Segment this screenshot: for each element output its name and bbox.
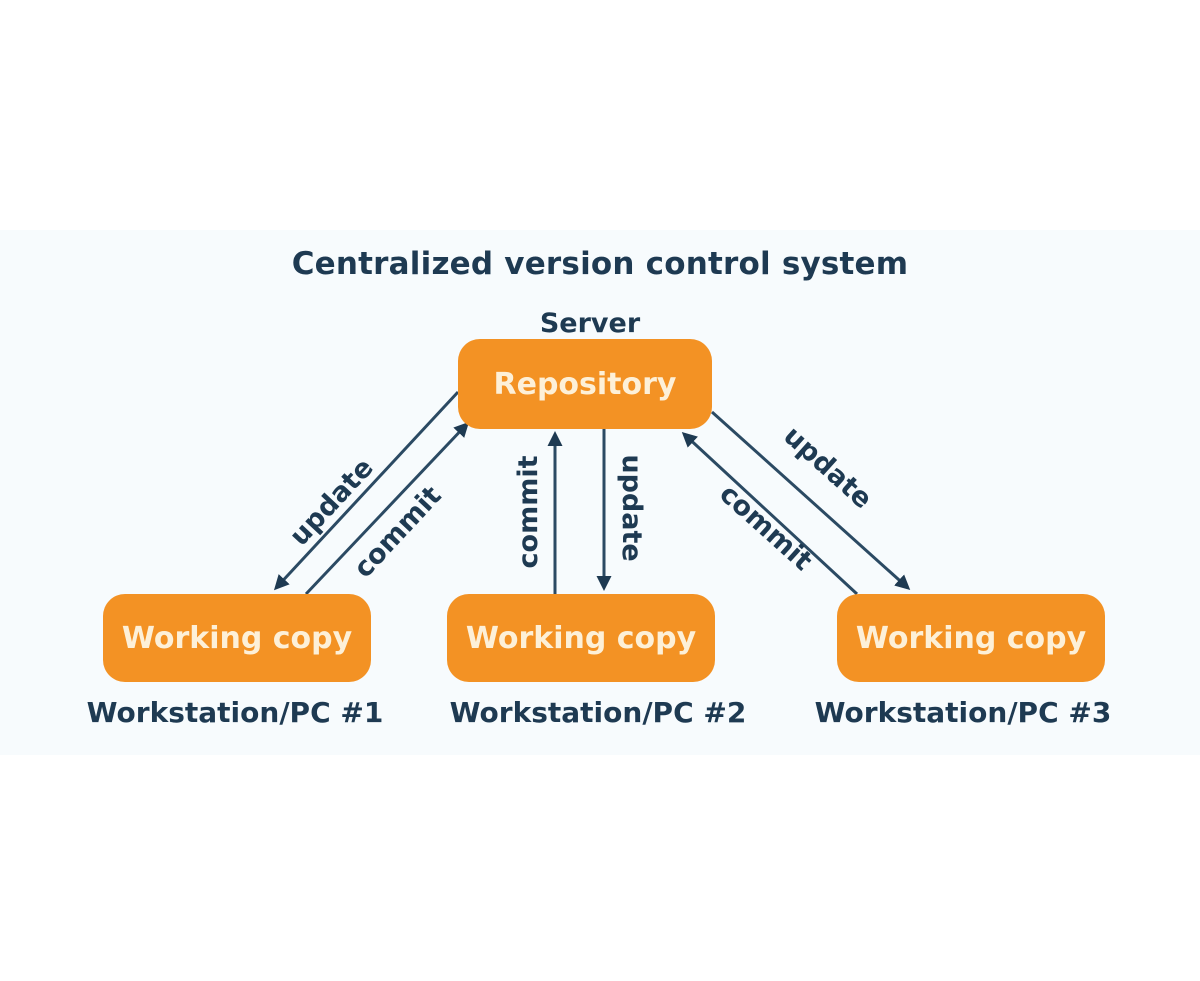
edge-commit-pc3 (681, 431, 859, 596)
diagram-title: Centralized version control system (291, 246, 909, 282)
working-copy-label: Working copy (121, 620, 353, 656)
workstation-label-1: Workstation/PC #1 (86, 696, 384, 729)
working-copy-node-1: Working copy (103, 594, 371, 682)
working-copy-label: Working copy (855, 620, 1087, 656)
workstation-label-2: Workstation/PC #2 (449, 696, 747, 729)
edge-label-update-pc2: update (616, 454, 647, 561)
edge-commit-pc1 (304, 421, 470, 596)
edge-update-pc3 (710, 410, 911, 591)
repository-node-label: Repository (493, 366, 677, 402)
edge-update-pc1 (273, 390, 460, 591)
edge-label-update-pc3: update (777, 420, 878, 515)
working-copy-node-3: Working copy (837, 594, 1105, 682)
working-copy-label: Working copy (465, 620, 697, 656)
repository-node: Repository (458, 339, 712, 429)
working-copy-node-2: Working copy (447, 594, 715, 682)
workstation-label-3: Workstation/PC #3 (814, 696, 1112, 729)
server-label: Server (539, 308, 641, 339)
edge-label-commit-pc2: commit (513, 455, 544, 568)
edge-label-update-pc1: update (284, 452, 380, 552)
